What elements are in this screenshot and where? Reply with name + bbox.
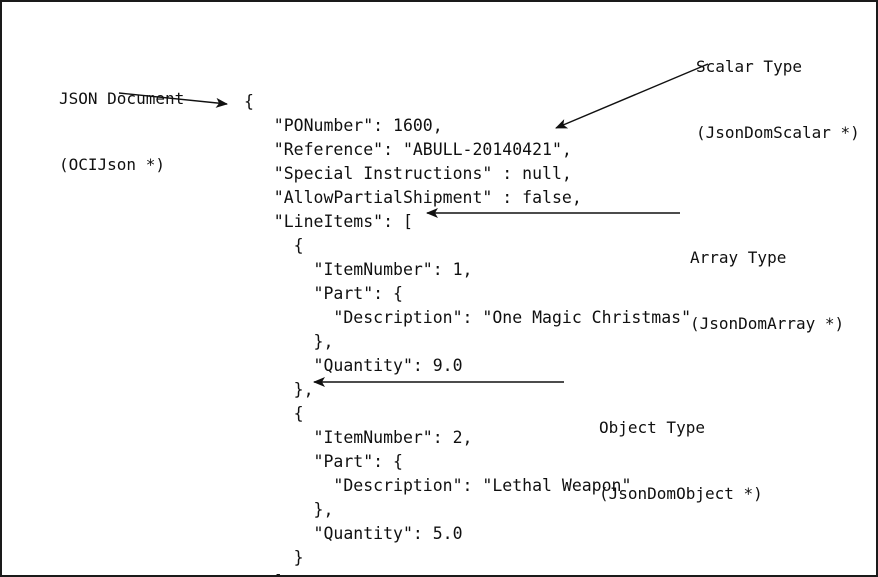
code-line: }, (244, 500, 334, 519)
code-line: "LineItems": [ (244, 212, 413, 231)
code-line: "AllowPartialShipment" : false, (244, 188, 582, 207)
code-line: "ItemNumber": 2, (244, 428, 473, 447)
annotation-scalar-type-line2: (JsonDomScalar *) (696, 123, 860, 142)
annotation-scalar-type: Scalar Type (JsonDomScalar *) (696, 12, 860, 188)
code-line: "Quantity": 5.0 (244, 524, 463, 543)
code-line: "Description": "Lethal Weapon" (244, 476, 632, 495)
code-line: { (244, 404, 304, 423)
code-line: "Special Instructions" : null, (244, 164, 572, 183)
code-line: ] (244, 570, 691, 575)
code-line: }, (244, 332, 334, 351)
code-line: } (244, 548, 304, 567)
annotation-object-type: Object Type (JsonDomObject *) (599, 373, 763, 549)
annotation-object-type-line2: (JsonDomObject *) (599, 484, 763, 503)
code-line: { (244, 236, 304, 255)
annotation-array-type: Array Type (JsonDomArray *) (690, 203, 844, 379)
annotation-json-document-line1: JSON Document (59, 89, 185, 108)
code-line: "Reference": "ABULL-20140421", (244, 140, 572, 159)
code-line: { (244, 92, 254, 111)
annotation-json-document: JSON Document (OCIJson *) (59, 44, 184, 220)
code-line: "ItemNumber": 1, (244, 260, 473, 279)
json-code-listing: { "PONumber": 1600, "Reference": "ABULL-… (244, 90, 692, 575)
annotation-json-document-line2: (OCIJson *) (59, 155, 165, 174)
annotation-array-type-line2: (JsonDomArray *) (690, 314, 845, 333)
code-line: }, (244, 380, 314, 399)
annotation-array-type-line1: Array Type (690, 248, 787, 267)
code-line: "PONumber": 1600, (244, 116, 443, 135)
annotation-object-type-line1: Object Type (599, 418, 705, 437)
code-line: "Part": { (244, 284, 403, 303)
code-line: "Part": { (244, 452, 403, 471)
code-line: "Quantity": 9.0 (244, 356, 463, 375)
annotation-scalar-type-line1: Scalar Type (696, 57, 802, 76)
code-line: "Description": "One Magic Christmas" (244, 308, 692, 327)
